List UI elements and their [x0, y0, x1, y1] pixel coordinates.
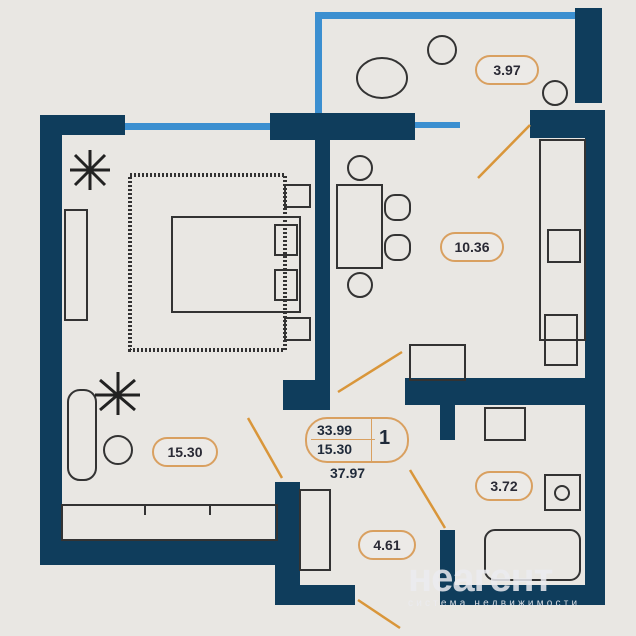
fridge — [409, 344, 466, 381]
bathroom-area-label: 3.72 — [475, 471, 533, 501]
furniture — [61, 35, 586, 581]
hall-closet — [299, 489, 331, 571]
wardrobe — [61, 504, 278, 541]
washer — [484, 407, 526, 441]
watermark-brand: неагент — [408, 556, 553, 600]
mirror — [64, 209, 88, 321]
table — [103, 435, 133, 465]
living-area: 15.30 — [317, 441, 353, 457]
watermark-tagline: система недвижимости — [408, 598, 581, 609]
area-with-balcony: 37.97 — [330, 465, 366, 481]
bed — [171, 216, 301, 313]
bathtub — [484, 529, 581, 581]
windows — [125, 12, 575, 130]
kitchen-area-label: 10.36 — [440, 232, 504, 262]
dining-table — [336, 184, 383, 269]
rug — [128, 173, 287, 352]
balcony-chair — [356, 57, 408, 99]
bedroom-area-label: 15.30 — [152, 437, 218, 467]
rooms-count: 1 — [379, 427, 391, 449]
kitchen-counter — [539, 139, 586, 341]
apartment-summary: 33.99 15.30 1 — [305, 417, 409, 463]
total-area: 33.99 — [317, 422, 353, 438]
walls — [40, 8, 605, 605]
door-swings — [246, 124, 531, 630]
sink — [544, 474, 581, 511]
plants — [70, 150, 140, 415]
sofa — [67, 389, 97, 481]
hall-area-label: 4.61 — [358, 530, 416, 560]
balcony-area-label: 3.97 — [475, 55, 539, 85]
